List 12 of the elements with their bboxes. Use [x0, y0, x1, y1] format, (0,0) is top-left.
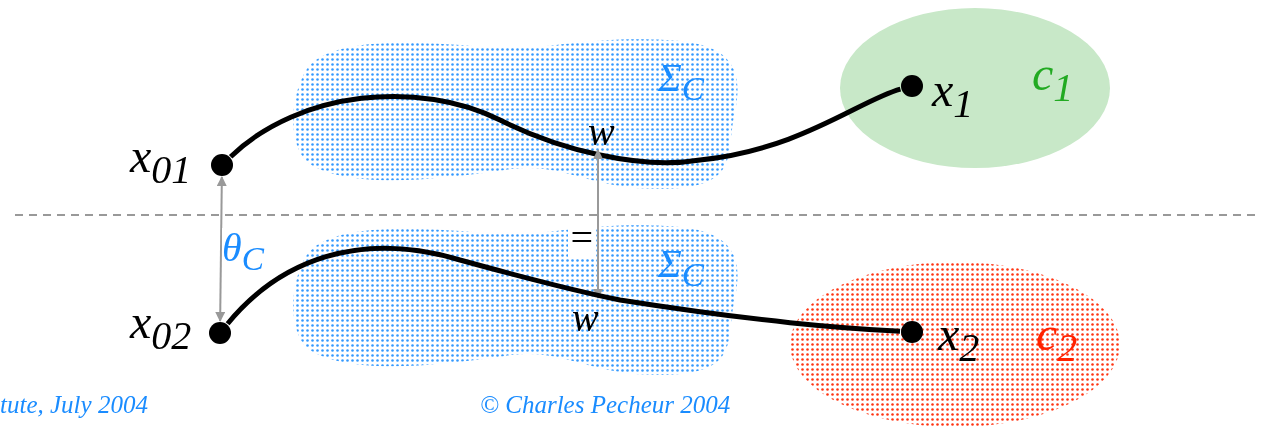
point-label: x$_{02}$	[130, 298, 192, 356]
footer-text: tute, July 2004	[0, 392, 148, 417]
footer-text: © Charles Pecheur 2004	[480, 392, 731, 417]
point-label: x$_{01}$	[130, 132, 192, 190]
region-label: c$_{1}$	[1032, 50, 1074, 108]
region-label: Σ$_{C}$	[658, 58, 704, 106]
double-arrow	[215, 176, 227, 322]
curve-line	[229, 86, 902, 166]
curve-line	[225, 245, 901, 334]
region-label: Σ$_{C}$	[658, 244, 704, 292]
point-label: x$_{1}$	[932, 66, 974, 124]
point-label: w	[588, 112, 615, 152]
